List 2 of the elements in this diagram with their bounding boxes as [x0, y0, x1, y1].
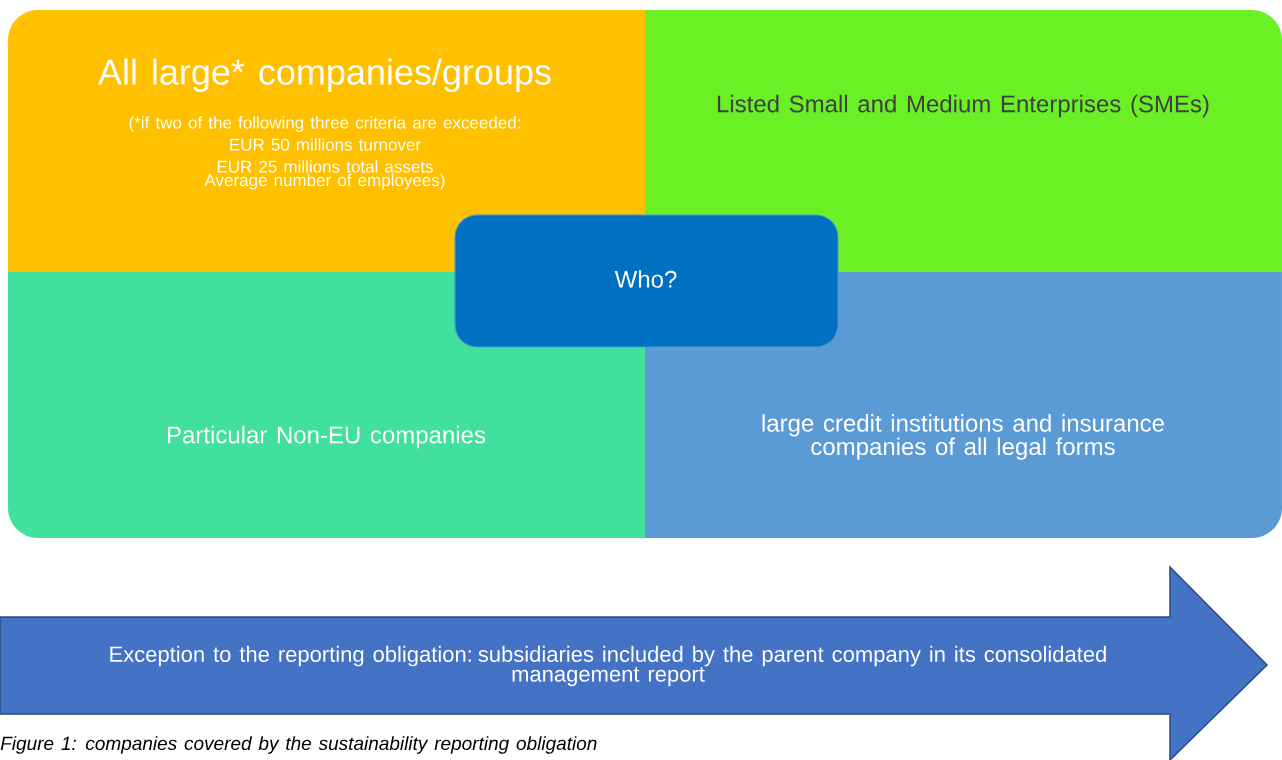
figure-caption: Figure 1: companies covered by the sustainability reporting obligation — [0, 736, 597, 754]
rounded-box: Who? — [454, 214, 839, 348]
